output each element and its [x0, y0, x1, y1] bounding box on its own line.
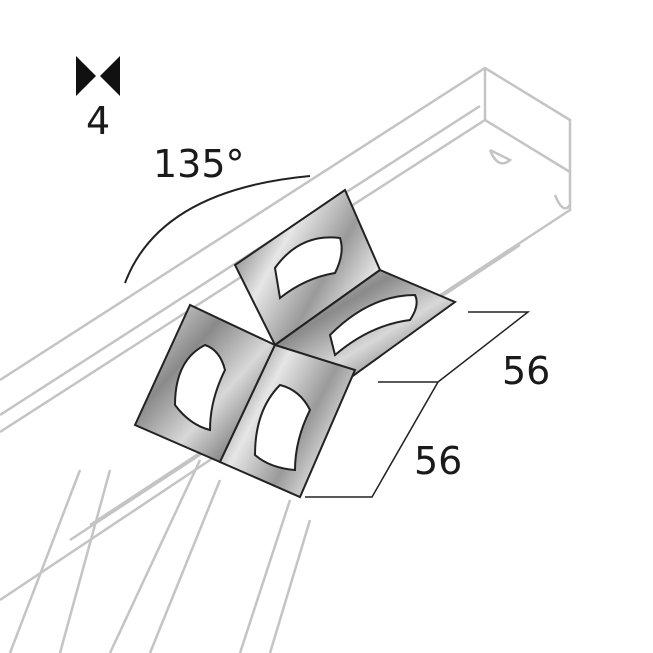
angle-arc — [124, 175, 311, 284]
dimension-width: 56 — [502, 349, 551, 393]
bowtie-quantity-icon — [76, 56, 120, 96]
quantity-value: 4 — [86, 99, 111, 143]
dimension-height: 56 — [414, 439, 463, 483]
angle-label: 135° — [153, 142, 245, 186]
channel-strut — [0, 66, 572, 653]
angle-bracket-upper — [233, 188, 458, 380]
angle-bracket-lower — [133, 303, 357, 499]
dimension-lines — [305, 311, 531, 498]
